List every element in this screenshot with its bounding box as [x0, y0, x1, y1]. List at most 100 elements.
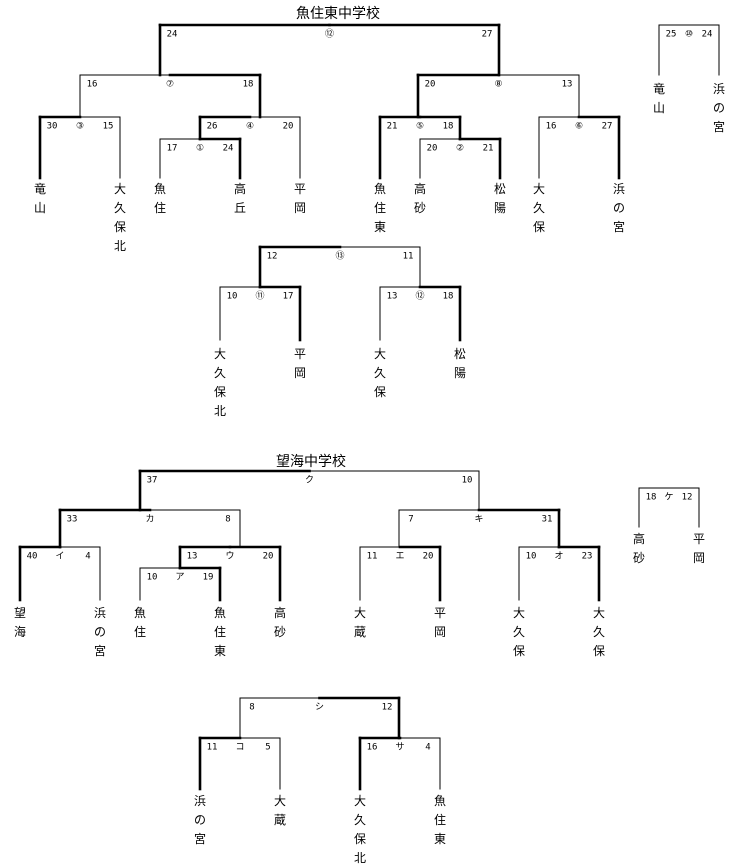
left-score: 10 [146, 572, 158, 583]
team-name: 大久保 [373, 347, 387, 399]
right-score: 18 [442, 291, 454, 302]
match-mark: キ [474, 514, 484, 525]
team-name: 浜の宮 [193, 794, 207, 846]
team-name: 大久保北 [113, 182, 127, 253]
left-score: 26 [206, 121, 218, 132]
team-name: 魚住東 [373, 182, 387, 234]
right-score: 20 [282, 121, 294, 132]
right-score: 4 [425, 742, 431, 753]
right-score: 27 [481, 29, 493, 40]
match-mark: シ [314, 702, 325, 713]
team-name: 大蔵 [273, 794, 287, 827]
right-score: 8 [225, 514, 231, 525]
team-name: 平岡 [293, 182, 307, 215]
team-name: 浜の宮 [712, 82, 726, 134]
left-score: 25 [665, 29, 677, 40]
right-score: 20 [422, 551, 434, 562]
right-score: 24 [701, 29, 713, 40]
section-title: 望海中学校 [276, 454, 346, 470]
right-score: 17 [282, 291, 294, 302]
right-score: 5 [265, 742, 271, 753]
team-name: 平岡 [692, 532, 706, 565]
team-name: 魚住東 [433, 794, 447, 846]
match-mark: エ [395, 551, 405, 562]
match-mark: ウ [225, 551, 235, 562]
team-name: 望海 [13, 606, 27, 639]
left-score: 11 [366, 551, 378, 562]
team-name: 高丘 [233, 182, 247, 215]
team-name: 高砂 [273, 606, 287, 639]
team-name: 松陽 [453, 347, 467, 380]
match-mark: ⑥ [574, 121, 584, 132]
left-score: 17 [166, 143, 178, 154]
match-mark: ④ [245, 121, 255, 132]
right-score: 11 [402, 251, 414, 262]
team-name: 大久保北 [213, 347, 227, 418]
team-name: 竜山 [652, 82, 666, 115]
team-name: 松陽 [493, 182, 507, 215]
right-score: 18 [242, 79, 254, 90]
match-mark: サ [395, 742, 405, 753]
left-score: 24 [166, 29, 178, 40]
left-score: 21 [386, 121, 398, 132]
match-mark: ⑧ [494, 79, 503, 90]
left-score: 40 [26, 551, 38, 562]
team-name: 竜山 [33, 182, 47, 215]
left-score: 16 [545, 121, 557, 132]
match-mark: ケ [664, 492, 674, 503]
team-name: 浜の宮 [93, 606, 107, 658]
match-mark: ② [455, 143, 465, 154]
team-name: 平岡 [293, 347, 307, 380]
left-score: 37 [146, 475, 158, 486]
right-score: 31 [541, 514, 553, 525]
team-name: 魚住 [133, 606, 147, 639]
team-name: 浜の宮 [612, 182, 626, 234]
left-score: 12 [266, 251, 278, 262]
left-score: 18 [645, 492, 657, 503]
right-score: 20 [262, 551, 274, 562]
left-score: 10 [525, 551, 537, 562]
match-mark: ⑫ [415, 291, 425, 302]
left-score: 7 [408, 514, 414, 525]
team-name: 平岡 [433, 606, 447, 639]
match-mark: コ [235, 742, 245, 753]
match-mark: ア [175, 572, 185, 583]
right-score: 10 [461, 475, 473, 486]
match-mark: ⑪ [255, 291, 265, 302]
team-name: 大久保北 [353, 794, 367, 865]
right-score: 24 [222, 143, 234, 154]
team-name: 大久保 [512, 606, 526, 658]
left-score: 20 [424, 79, 436, 90]
left-score: 30 [46, 121, 58, 132]
match-mark: カ [145, 514, 155, 525]
match-mark: ク [304, 475, 315, 486]
left-score: 11 [206, 742, 218, 753]
match-mark: イ [55, 551, 65, 562]
left-score: 8 [249, 702, 255, 713]
match-mark: ⑩ [684, 29, 694, 40]
left-score: 33 [66, 514, 78, 525]
team-name: 魚住東 [213, 606, 227, 658]
left-score: 10 [226, 291, 238, 302]
match-mark: ⑤ [415, 121, 425, 132]
section-title: 魚住東中学校 [296, 6, 380, 22]
match-mark: ⑫ [324, 29, 335, 40]
match-mark: オ [554, 551, 564, 562]
match-mark: ⑬ [335, 251, 345, 262]
left-score: 20 [426, 143, 438, 154]
match-mark: ① [195, 143, 205, 154]
team-name: 大久保 [592, 606, 606, 658]
team-name: 高砂 [413, 182, 427, 215]
match-mark: ③ [75, 121, 85, 132]
left-score: 13 [386, 291, 398, 302]
right-score: 4 [85, 551, 91, 562]
left-score: 16 [86, 79, 98, 90]
right-score: 21 [482, 143, 494, 154]
right-score: 13 [561, 79, 573, 90]
team-name: 高砂 [632, 532, 646, 565]
right-score: 12 [681, 492, 693, 503]
team-name: 魚住 [153, 182, 167, 215]
team-name: 大久保 [532, 182, 546, 234]
team-name: 大蔵 [353, 606, 367, 639]
